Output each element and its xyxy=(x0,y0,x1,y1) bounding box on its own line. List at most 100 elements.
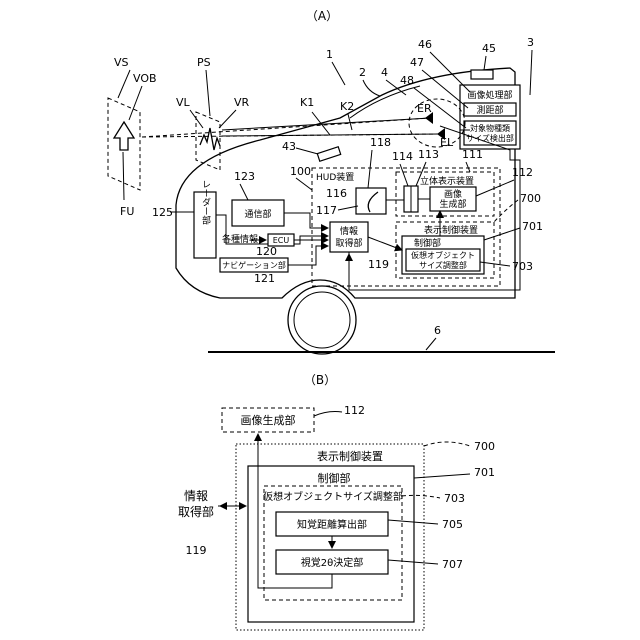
b-display-ctrl-label: 表示制御装置 xyxy=(317,449,383,463)
arrow-object-icon xyxy=(114,122,134,150)
b-image-gen-label: 画像生成部 xyxy=(241,413,296,427)
wheel-icon xyxy=(288,286,356,354)
image-processing-label: 画像処理部 xyxy=(467,89,512,101)
b-info-acq-label-2: 取得部 xyxy=(178,504,214,519)
ecu-label: ECU xyxy=(273,236,290,245)
image-processing-unit: 画像処理部 測距部 対象物種類 サイズ検出部 xyxy=(460,85,520,149)
label-vob: VOB xyxy=(133,72,157,85)
leader-1 xyxy=(332,62,345,85)
leader-112 xyxy=(476,180,514,196)
label-120: 120 xyxy=(256,245,277,258)
vsize-label-2: サイズ調整部 xyxy=(419,260,467,270)
label-700: 700 xyxy=(520,192,541,205)
leader-fu xyxy=(123,152,124,200)
label-el: EL xyxy=(440,136,454,149)
label-vs: VS xyxy=(114,56,129,69)
vsize-label-1: 仮想オブジェクト xyxy=(411,250,475,260)
info-acq-label-1: 情報 xyxy=(340,225,358,237)
label-fu: FU xyxy=(120,205,134,218)
leader-45 xyxy=(484,56,486,70)
leader-3 xyxy=(530,50,532,95)
b-control-box xyxy=(248,466,414,622)
label-48: 48 xyxy=(400,74,414,87)
camera-unit xyxy=(471,70,493,79)
label-k1: K1 xyxy=(300,96,314,109)
label-43: 43 xyxy=(282,140,296,153)
b-label-707: 707 xyxy=(442,558,463,571)
label-2: 2 xyxy=(359,66,366,79)
info-acq-label-2: 取得部 xyxy=(335,237,362,249)
b-leader-700 xyxy=(424,442,470,446)
figure-b-label: （B） xyxy=(304,373,336,387)
target-size-label-1: 対象物種類 xyxy=(470,123,510,133)
b-perceived-dist-label: 知覚距離算出部 xyxy=(297,518,367,531)
b-label-112: 112 xyxy=(344,404,365,417)
b-label-703: 703 xyxy=(444,492,465,505)
leader-111 xyxy=(466,162,470,172)
control-label: 制御部 xyxy=(414,237,441,249)
leader-123 xyxy=(240,184,248,200)
label-45: 45 xyxy=(482,42,496,55)
label-118: 118 xyxy=(370,136,391,149)
leader-2 xyxy=(363,80,380,96)
various-info-label: 各種情報 xyxy=(222,233,258,245)
b-info-acq-label-1: 情報 xyxy=(184,489,208,503)
label-119: 119 xyxy=(368,258,389,271)
leader-6 xyxy=(426,338,436,350)
label-703: 703 xyxy=(512,260,533,273)
image-gen-label-1: 画像 xyxy=(444,188,462,200)
label-47: 47 xyxy=(410,56,424,69)
stereo-label: 立体表示装置 xyxy=(420,175,474,187)
projection-surface: PS VL VR xyxy=(176,56,250,170)
figure-a-label: （A） xyxy=(306,9,338,23)
label-113: 113 xyxy=(418,148,439,161)
label-116: 116 xyxy=(326,187,347,200)
b-control-label: 制御部 xyxy=(318,471,351,485)
label-117: 117 xyxy=(316,204,337,217)
leader-vr xyxy=(219,110,236,128)
target-size-label-2: サイズ検出部 xyxy=(466,133,514,143)
link-info-control xyxy=(368,237,402,250)
radar-label: レーダー部 xyxy=(200,180,211,226)
mirror xyxy=(317,147,340,161)
label-3: 3 xyxy=(527,36,534,49)
leader-vs xyxy=(118,70,130,98)
label-100: 100 xyxy=(290,165,311,178)
link-nav-info xyxy=(288,246,328,265)
label-4: 4 xyxy=(381,66,388,79)
label-er: ER xyxy=(417,102,432,115)
leader-114 xyxy=(400,164,408,186)
label-114: 114 xyxy=(392,150,413,163)
leader-ps xyxy=(206,70,210,116)
label-123: 123 xyxy=(234,170,255,183)
comm-label: 通信部 xyxy=(244,208,271,220)
ranging-label: 測距部 xyxy=(476,104,503,116)
b-label-700: 700 xyxy=(474,440,495,453)
leader-43 xyxy=(296,148,318,154)
b-visual-angle-label: 視覚2θ決定部 xyxy=(301,556,363,569)
image-gen-label-2: 生成部 xyxy=(439,198,466,210)
leader-117 xyxy=(338,206,358,210)
label-112: 112 xyxy=(512,166,533,179)
hud-label: HUD装置 xyxy=(316,171,354,183)
label-46: 46 xyxy=(418,38,432,51)
leader-118 xyxy=(368,150,372,188)
label-121: 121 xyxy=(254,272,275,285)
navigation-label: ナビゲーション部 xyxy=(222,260,286,270)
label-6: 6 xyxy=(434,324,441,337)
sight-lines xyxy=(142,118,440,137)
b-label-119: 119 xyxy=(186,544,207,557)
label-125: 125 xyxy=(152,206,173,219)
concave-mirror-box xyxy=(356,188,386,214)
b-leader-701 xyxy=(414,474,470,478)
label-vl: VL xyxy=(176,96,191,109)
label-1: 1 xyxy=(326,48,333,61)
label-701: 701 xyxy=(522,220,543,233)
label-111: 111 xyxy=(462,148,483,161)
b-label-701: 701 xyxy=(474,466,495,479)
label-ps: PS xyxy=(197,56,211,69)
leader-100 xyxy=(296,178,312,190)
display-ctrl-label: 表示制御装置 xyxy=(424,224,478,236)
b-leader-112 xyxy=(314,412,342,417)
